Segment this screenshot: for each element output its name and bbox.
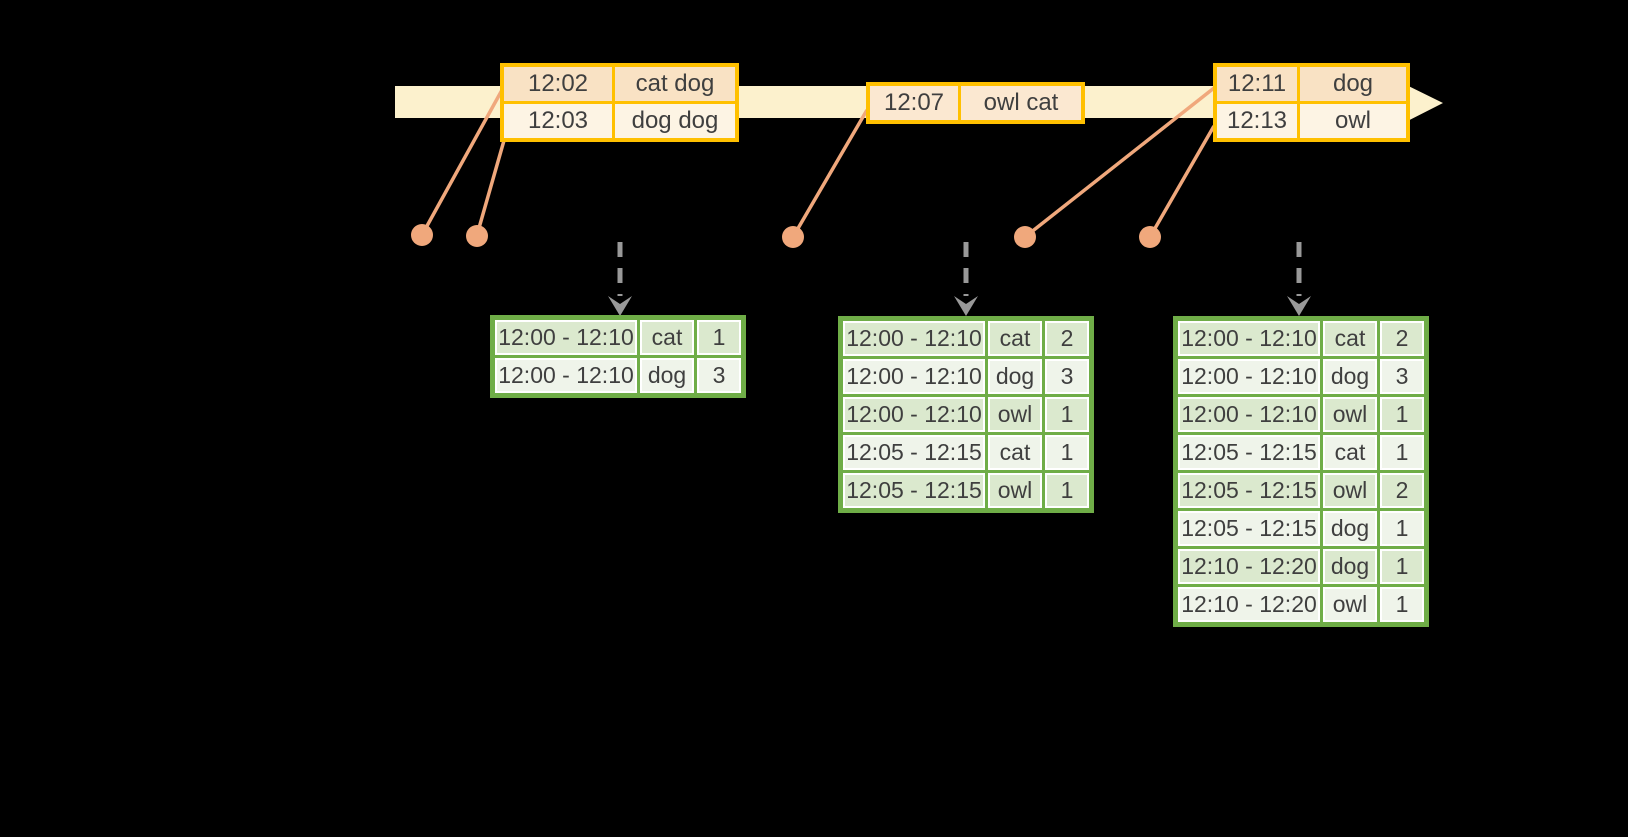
word-cell: dog [1323, 511, 1377, 546]
word-cell: owl [1323, 587, 1377, 622]
word-cell: dog [988, 359, 1042, 394]
count-cell: 1 [1380, 511, 1424, 546]
count-cell: 3 [1045, 359, 1089, 394]
event-words-cell: owl cat [958, 82, 1085, 124]
word-cell: dog [1323, 549, 1377, 584]
trigger-arrow [608, 242, 632, 316]
word-cell: owl [988, 473, 1042, 508]
window-cell: 12:00 - 12:10 [843, 397, 985, 432]
window-cell: 12:00 - 12:10 [1178, 321, 1320, 356]
window-cell: 12:00 - 12:10 [1178, 397, 1320, 432]
event-words-cell: owl [1297, 101, 1410, 142]
event-dot [1014, 226, 1036, 248]
word-cell: dog [1323, 359, 1377, 394]
result-row: 12:05 - 12:15 cat 1 [843, 435, 1089, 470]
word-cell: cat [640, 320, 694, 355]
word-cell: cat [988, 435, 1042, 470]
result-row: 12:10 - 12:20 dog 1 [1178, 549, 1424, 584]
window-cell: 12:00 - 12:10 [843, 359, 985, 394]
result-table-1: 12:00 - 12:10 cat 1 12:00 - 12:10 dog 3 [490, 315, 746, 398]
window-cell: 12:05 - 12:15 [1178, 511, 1320, 546]
trigger-arrows [608, 242, 1311, 316]
event-dot [466, 225, 488, 247]
event-row: 12:02 cat dog [500, 63, 739, 104]
word-cell: owl [988, 397, 1042, 432]
count-cell: 1 [697, 320, 741, 355]
window-cell: 12:05 - 12:15 [843, 473, 985, 508]
event-time-cell: 12:02 [500, 63, 615, 104]
word-cell: cat [988, 321, 1042, 356]
event-words-cell: dog [1297, 63, 1410, 104]
window-cell: 12:05 - 12:15 [1178, 473, 1320, 508]
count-cell: 3 [697, 358, 741, 393]
result-row: 12:00 - 12:10 cat 2 [1178, 321, 1424, 356]
count-cell: 2 [1380, 321, 1424, 356]
connector-line [475, 129, 509, 236]
window-cell: 12:10 - 12:20 [1178, 587, 1320, 622]
event-time-cell: 12:07 [866, 82, 961, 124]
result-table-2: 12:00 - 12:10 cat 2 12:00 - 12:10 dog 3 … [838, 316, 1094, 513]
window-cell: 12:05 - 12:15 [843, 435, 985, 470]
count-cell: 1 [1380, 435, 1424, 470]
word-cell: owl [1323, 397, 1377, 432]
event-table-2: 12:07 owl cat [866, 82, 1085, 124]
connector-line [1148, 125, 1216, 238]
word-cell: cat [1323, 321, 1377, 356]
window-cell: 12:00 - 12:10 [843, 321, 985, 356]
count-cell: 1 [1045, 435, 1089, 470]
result-table-3: 12:00 - 12:10 cat 2 12:00 - 12:10 dog 3 … [1173, 316, 1429, 627]
count-cell: 1 [1045, 473, 1089, 508]
event-row: 12:13 owl [1213, 101, 1410, 142]
event-row: 12:11 dog [1213, 63, 1410, 104]
result-row: 12:10 - 12:20 owl 1 [1178, 587, 1424, 622]
result-row: 12:00 - 12:10 cat 1 [495, 320, 741, 355]
window-cell: 12:00 - 12:10 [495, 320, 637, 355]
event-words-cell: cat dog [612, 63, 739, 104]
result-row: 12:00 - 12:10 dog 3 [495, 358, 741, 393]
window-cell: 12:05 - 12:15 [1178, 435, 1320, 470]
event-dot [411, 224, 433, 246]
count-cell: 3 [1380, 359, 1424, 394]
word-cell: owl [1323, 473, 1377, 508]
trigger-arrow [954, 242, 978, 316]
event-row: 12:03 dog dog [500, 101, 739, 142]
trigger-arrow [1287, 242, 1311, 316]
count-cell: 2 [1380, 473, 1424, 508]
window-cell: 12:00 - 12:10 [495, 358, 637, 393]
event-time-cell: 12:03 [500, 101, 615, 142]
count-cell: 1 [1380, 397, 1424, 432]
event-row: 12:07 owl cat [866, 82, 1085, 124]
result-row: 12:05 - 12:15 owl 1 [843, 473, 1089, 508]
count-cell: 1 [1380, 549, 1424, 584]
event-dots [411, 224, 1161, 248]
count-cell: 1 [1045, 397, 1089, 432]
connector-line [1023, 86, 1216, 239]
event-time-cell: 12:11 [1213, 63, 1300, 104]
result-row: 12:00 - 12:10 owl 1 [843, 397, 1089, 432]
result-row: 12:00 - 12:10 dog 3 [1178, 359, 1424, 394]
result-row: 12:00 - 12:10 dog 3 [843, 359, 1089, 394]
result-row: 12:05 - 12:15 dog 1 [1178, 511, 1424, 546]
event-time-cell: 12:13 [1213, 101, 1300, 142]
word-cell: dog [640, 358, 694, 393]
result-row: 12:05 - 12:15 owl 2 [1178, 473, 1424, 508]
count-cell: 1 [1380, 587, 1424, 622]
word-cell: cat [1323, 435, 1377, 470]
count-cell: 2 [1045, 321, 1089, 356]
event-words-cell: dog dog [612, 101, 739, 142]
result-row: 12:05 - 12:15 cat 1 [1178, 435, 1424, 470]
event-table-1: 12:02 cat dog 12:03 dog dog [500, 63, 739, 142]
result-row: 12:00 - 12:10 owl 1 [1178, 397, 1424, 432]
event-table-3: 12:11 dog 12:13 owl [1213, 63, 1410, 142]
event-connectors [420, 86, 1216, 239]
connector-line [420, 89, 504, 236]
event-dot [1139, 226, 1161, 248]
event-dot [782, 226, 804, 248]
window-cell: 12:00 - 12:10 [1178, 359, 1320, 394]
window-cell: 12:10 - 12:20 [1178, 549, 1320, 584]
result-row: 12:00 - 12:10 cat 2 [843, 321, 1089, 356]
connector-line [791, 109, 869, 238]
